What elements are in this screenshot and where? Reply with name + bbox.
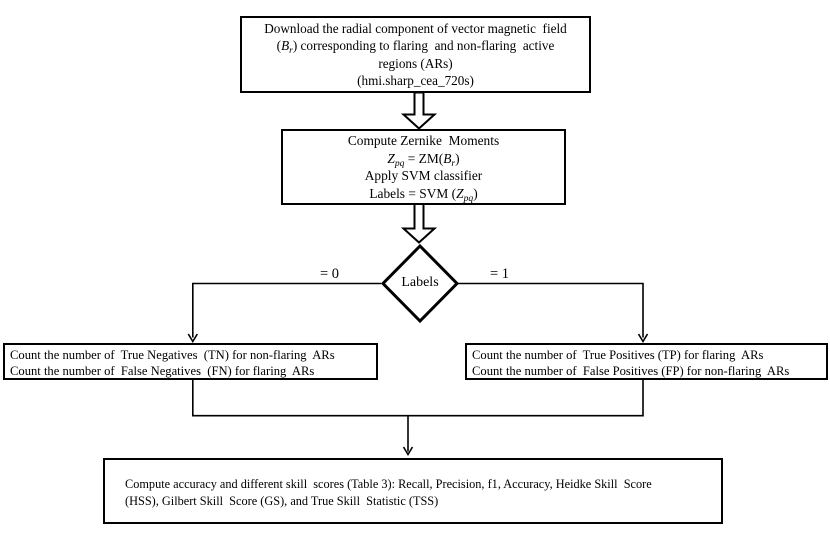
download-box: Download the radial component of vector … <box>240 16 591 93</box>
branch-label-equals-1: = 1 <box>490 266 510 282</box>
count-negatives-box: Count the number of True Negatives (TN) … <box>3 343 378 380</box>
zernike-equation1: Zpq = ZM(Br) <box>283 150 564 168</box>
decision-diamond <box>380 243 460 324</box>
tn-line: Count the number of True Negatives (TN) … <box>10 348 335 362</box>
close-paren2: ) <box>473 185 478 201</box>
zernike-equation2: Labels = SVM (Zpq) <box>283 185 564 203</box>
download-line3: regions (ARs) <box>378 55 453 71</box>
decision-label: Labels <box>401 275 439 290</box>
download-line2: (Br) corresponding to flaring and non-fl… <box>242 37 589 57</box>
skill-scores-box: Compute accuracy and different skill sco… <box>103 458 723 524</box>
branch-right-connector <box>457 282 644 338</box>
close-paren1: ) <box>455 150 460 166</box>
br-variable: B <box>281 38 290 54</box>
br-subscript: r <box>289 46 293 57</box>
arrowhead-into-scores-box <box>402 446 414 457</box>
br-subscript2: r <box>451 157 456 169</box>
scores-line2: (HSS), Gilbert Skill Score (GS), and Tru… <box>125 493 439 508</box>
arrowhead-into-tp-box <box>637 333 649 344</box>
download-line1: Download the radial component of vector … <box>264 21 567 36</box>
hollow-arrow-zernike-to-decision <box>400 202 438 244</box>
zernike-line1: Compute Zernike Moments <box>347 133 500 148</box>
branch-left-connector <box>192 282 381 338</box>
zernike-line3: Apply SVM classifier <box>364 168 483 183</box>
hollow-arrow-download-to-zernike <box>400 91 438 130</box>
scores-line1: Compute accuracy and different skill sco… <box>125 477 652 491</box>
arrowhead-into-tn-box <box>187 333 198 344</box>
zernike-svm-box: Compute Zernike Moments Zpq = ZM(Br) App… <box>281 129 566 205</box>
count-positives-box: Count the number of True Positives (TP) … <box>465 343 828 380</box>
open-paren: ( <box>276 38 282 54</box>
fn-line: Count the number of False Negatives (FN)… <box>10 364 315 379</box>
zpq-subscript: pq <box>394 157 405 169</box>
tp-line: Count the number of True Positives (TP) … <box>472 348 764 362</box>
br-variable2: B <box>443 150 452 166</box>
labels-svm-pre: Labels = SVM ( <box>369 185 457 201</box>
zpq-subscript2: pq <box>463 192 474 204</box>
merge-connector <box>192 380 644 417</box>
fp-line: Count the number of False Positives (FP)… <box>472 364 790 379</box>
download-line2-rest: ) corresponding to flaring and non-flari… <box>292 38 555 54</box>
zpq-variable2: Z <box>456 185 464 201</box>
branch-label-equals-0: = 0 <box>320 266 340 282</box>
equals-zm: = ZM( <box>404 150 444 166</box>
download-line4: (hmi.sharp_cea_720s) <box>357 73 474 89</box>
zpq-variable: Z <box>387 150 395 166</box>
